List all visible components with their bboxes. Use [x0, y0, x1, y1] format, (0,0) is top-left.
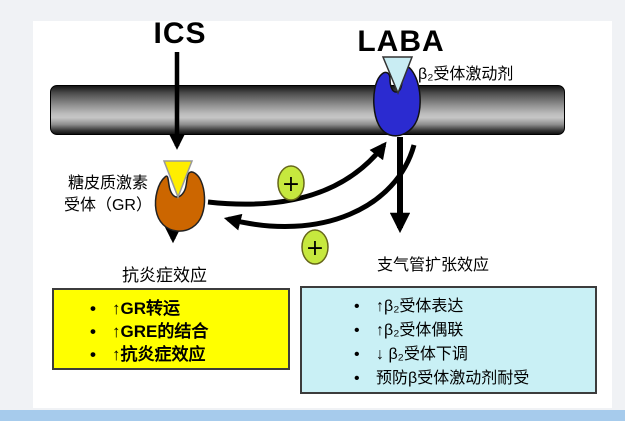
svg-text:+: + [306, 236, 324, 261]
gr-effects-box: ↑GR转运 ↑GRE的结合 ↑抗炎症效应 [52, 288, 290, 370]
list-item: ↑β₂受体表达 [354, 295, 595, 319]
beta2-agonist-label: β₂受体激动剂 [418, 66, 514, 83]
list-item: ↑GRE的结合 [90, 320, 288, 343]
beta2-effects-box: ↑β₂受体表达 ↑β₂受体偶联 ↓ β₂受体下调 预防β受体激动剂耐受 [300, 286, 597, 394]
list-item: ↑抗炎症效应 [90, 343, 288, 366]
laba-title: LABA [357, 25, 445, 58]
list-item: ↓ β₂受体下调 [354, 343, 595, 367]
arrow-gr-to-beta2 [207, 141, 387, 207]
beta2-receptor-icon [373, 65, 421, 137]
gr-receptor-label-line2: 受体（GR） [63, 197, 152, 214]
list-item: 预防β受体激动剂耐受 [354, 367, 595, 391]
beta2-effects-list: ↑β₂受体表达 ↑β₂受体偶联 ↓ β₂受体下调 预防β受体激动剂耐受 [302, 295, 595, 391]
gr-receptor-label: 糖皮质激素 受体（GR） [56, 173, 160, 217]
gr-effects-list: ↑GR转运 ↑GRE的结合 ↑抗炎症效应 [54, 297, 288, 366]
anti-inflammatory-label: 抗炎症效应 [122, 266, 207, 285]
cell-membrane-bar [50, 85, 565, 135]
ics-title: ICS [153, 17, 207, 50]
gr-receptor-label-line1: 糖皮质激素 [67, 175, 148, 192]
bronchodilation-label: 支气管扩张效应 [377, 257, 490, 274]
laba-ligand-icon [381, 56, 414, 96]
plus-icon: + [277, 165, 305, 201]
bottom-accent-bar [0, 410, 625, 421]
plus-icon: + [301, 229, 329, 265]
ics-ligand-icon [162, 160, 194, 200]
arrow-beta2-to-gr [223, 144, 417, 231]
gr-receptor-icon [154, 171, 206, 232]
list-item: ↑β₂受体偶联 [354, 319, 595, 343]
svg-text:+: + [282, 172, 300, 197]
list-item: ↑GR转运 [90, 297, 288, 320]
